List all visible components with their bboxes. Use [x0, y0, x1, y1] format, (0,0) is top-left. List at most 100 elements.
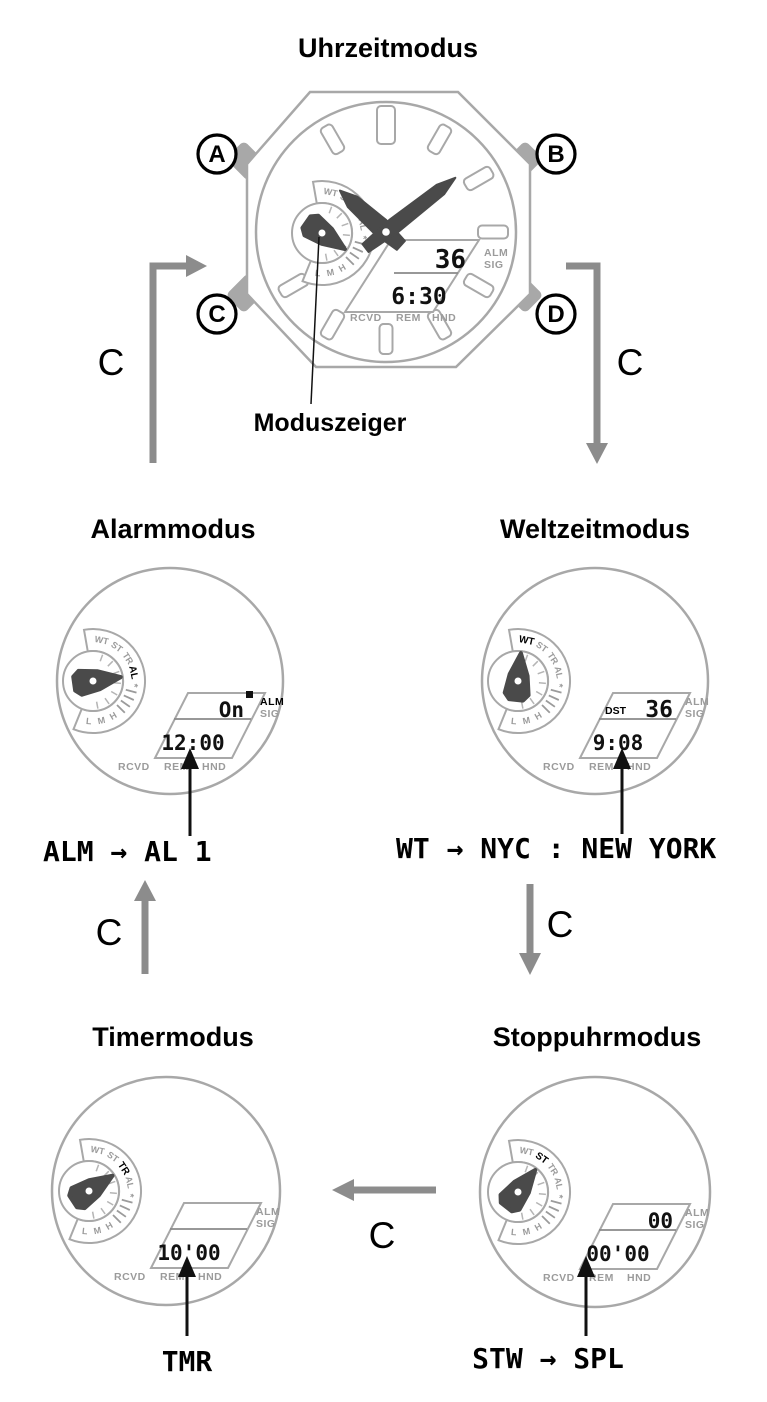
subdial-label-m: M	[522, 1226, 531, 1237]
hnd-indicator: HND	[627, 1272, 651, 1284]
lcd-seconds: 36	[435, 245, 466, 275]
button-d-label: D	[547, 301, 564, 328]
subdial-label-wt: WT	[323, 186, 339, 199]
subdial-label-wt: WT	[519, 1145, 535, 1158]
rem-indicator: REM	[589, 1272, 614, 1284]
mode-hand-pivot	[318, 229, 326, 237]
subdial-label-m: M	[522, 715, 531, 726]
button-b-label: B	[547, 141, 564, 168]
hour-marker	[319, 308, 346, 341]
subdial-label-l: L	[82, 1226, 89, 1237]
hour-marker	[462, 165, 495, 192]
c-label-bottom: C	[369, 1215, 396, 1256]
lcd-world-time: 9:08	[593, 731, 644, 755]
subdial-label-h: H	[104, 1220, 115, 1232]
mode-hand-pivot	[89, 677, 97, 685]
subdial-label-wt: WT	[90, 1144, 106, 1157]
subdial-label-al: AL	[124, 1175, 136, 1189]
timer-caption: TMR	[162, 1345, 213, 1378]
hour-marker	[462, 272, 495, 299]
rem-indicator: REM	[396, 312, 421, 324]
timer-mode-title: Timermodus	[92, 1022, 254, 1052]
hand-pivot	[382, 228, 390, 236]
sig-indicator: SIG	[484, 259, 504, 271]
sig-indicator: SIG	[685, 708, 705, 720]
alarm-on-square-icon	[246, 691, 253, 698]
subdial-label-h: H	[533, 710, 544, 722]
alarm-lcd-display: On ALM SIG 12:00 RCVD REM HND	[118, 691, 284, 773]
button-c-label: C	[208, 301, 225, 328]
subdial-label-h: H	[108, 710, 119, 722]
mode-hand-pivot	[514, 677, 522, 685]
connector-arrowheads	[134, 255, 608, 1201]
moduszeiger-pointer-line	[310, 236, 320, 405]
rcvd-indicator: RCVD	[543, 761, 575, 773]
arrow-alarm-to-time-icon	[149, 262, 188, 463]
subdial-label-wt: WT	[518, 634, 535, 648]
moduszeiger-label: Moduszeiger	[254, 409, 407, 437]
c-label-top-left: C	[98, 342, 125, 383]
world-mode-title: Weltzeitmodus	[500, 514, 690, 544]
c-label-mid-left: C	[96, 912, 123, 953]
lcd-alarm-state: On	[219, 698, 244, 722]
subdial-label-m: M	[93, 1225, 102, 1236]
timer-lcd-display: ALM SIG 10'00 RCVD REM HND	[114, 1202, 280, 1283]
timer-display-pointer-arrow	[178, 1256, 196, 1336]
lcd-alarm-time: 12:00	[161, 731, 224, 755]
alarm-caption: ALM → AL 1	[43, 835, 212, 868]
hnd-indicator: HND	[627, 761, 651, 773]
sig-indicator: SIG	[260, 708, 280, 720]
lcd-world-seconds: 36	[645, 697, 673, 723]
subdial-label-al: AL	[126, 665, 140, 680]
world-lcd-display: DST 36 ALM SIG 9:08 RCVD REM HND	[543, 692, 709, 773]
subdial-label-al: AL	[553, 1176, 565, 1190]
mode-hand-pivot	[85, 1187, 93, 1195]
hour-markers	[277, 105, 509, 355]
hour-marker	[376, 105, 396, 145]
subdial-label-star: *	[553, 683, 564, 688]
subdial-label-wt: WT	[94, 634, 110, 647]
subdial-label-h: H	[337, 262, 348, 274]
rcvd-indicator: RCVD	[118, 761, 150, 773]
page-title: Uhrzeitmodus	[298, 33, 478, 63]
subdial-label-star: *	[128, 683, 139, 688]
subdial-label-star: *	[124, 1193, 135, 1198]
rem-indicator: REM	[160, 1271, 185, 1283]
rem-indicator: REM	[589, 761, 614, 773]
connector-arrows	[141, 262, 601, 1194]
button-c-circle	[196, 293, 238, 335]
main-lcd-display: 36 6:30 ALM SIG RCVD REM HND	[343, 239, 508, 324]
button-a-label: A	[208, 141, 225, 168]
subdial-label-h: H	[533, 1221, 544, 1233]
stopwatch-mode-title: Stoppuhrmodus	[493, 1022, 701, 1052]
stopwatch-lcd-display: 00 ALM SIG 00'00 RCVD REM HND	[543, 1203, 709, 1284]
world-display-pointer-arrow	[613, 748, 631, 834]
hour-marker	[378, 323, 394, 355]
alm-indicator: ALM	[256, 1206, 280, 1218]
alm-indicator: ALM	[260, 696, 284, 708]
world-caption: WT → NYC : NEW YORK	[396, 832, 716, 865]
rcvd-indicator: RCVD	[114, 1271, 146, 1283]
subdial-label-m: M	[97, 715, 106, 726]
alm-indicator: ALM	[685, 1207, 709, 1219]
sig-indicator: SIG	[685, 1219, 705, 1231]
hour-marker	[426, 123, 453, 156]
hour-marker	[477, 224, 509, 240]
alm-indicator: ALM	[685, 696, 709, 708]
alarm-display-pointer-arrow	[181, 748, 199, 836]
subdial-label-l: L	[511, 716, 518, 727]
hour-marker	[319, 123, 346, 156]
button-d-circle	[535, 293, 577, 335]
hnd-indicator: HND	[432, 312, 456, 324]
rcvd-indicator: RCVD	[543, 1272, 575, 1284]
